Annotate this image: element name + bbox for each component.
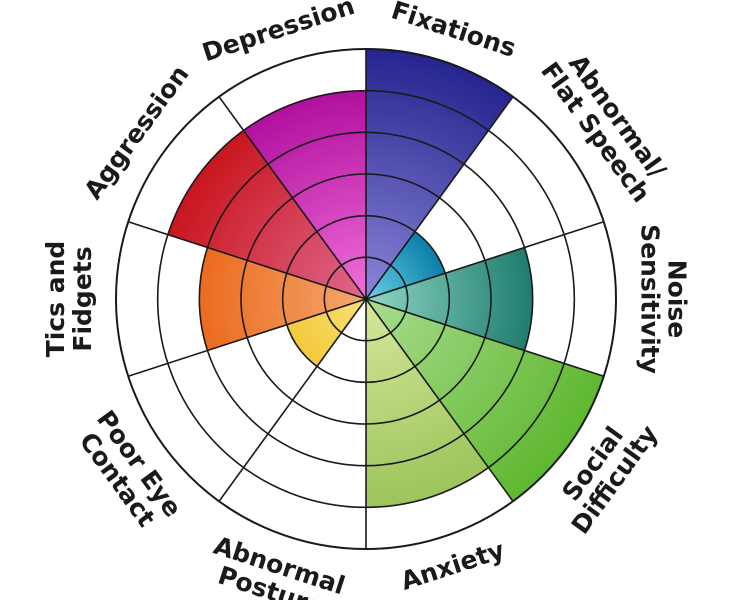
label-poor-eye-contact: Poor EyeContact xyxy=(69,405,187,538)
grid-spoke xyxy=(127,298,367,378)
label-noise-sensitivity: NoiseSensitivity xyxy=(635,224,691,374)
label-aggression: Aggression xyxy=(78,60,194,205)
label-abnormal-flat-speech: Abnormal/Flat Speech xyxy=(535,41,678,208)
wedge-social-difficulty xyxy=(366,299,604,502)
grid-spoke xyxy=(218,298,367,502)
wedge-anxiety xyxy=(366,299,489,508)
wedge-poor-eye-contact xyxy=(286,299,366,367)
grid-layer xyxy=(115,48,617,550)
wedge-fixations xyxy=(366,49,513,299)
label-tics-and-fidgets: Tics andFidgets xyxy=(41,241,97,358)
wedge-layer xyxy=(167,49,604,508)
grid-spoke xyxy=(365,298,605,378)
grid-spoke xyxy=(365,96,514,300)
label-abnormal-posture: AbnormalPosture xyxy=(202,531,349,600)
grid-spoke xyxy=(365,220,605,300)
wedge-depression xyxy=(243,90,366,300)
grid-spoke xyxy=(365,298,514,502)
grid-spoke xyxy=(218,96,367,300)
wedge-aggression xyxy=(167,130,366,299)
grid-spoke xyxy=(127,220,367,300)
label-depression: Depression xyxy=(199,0,358,67)
wedge-abnormal-flat-speech xyxy=(366,231,446,299)
